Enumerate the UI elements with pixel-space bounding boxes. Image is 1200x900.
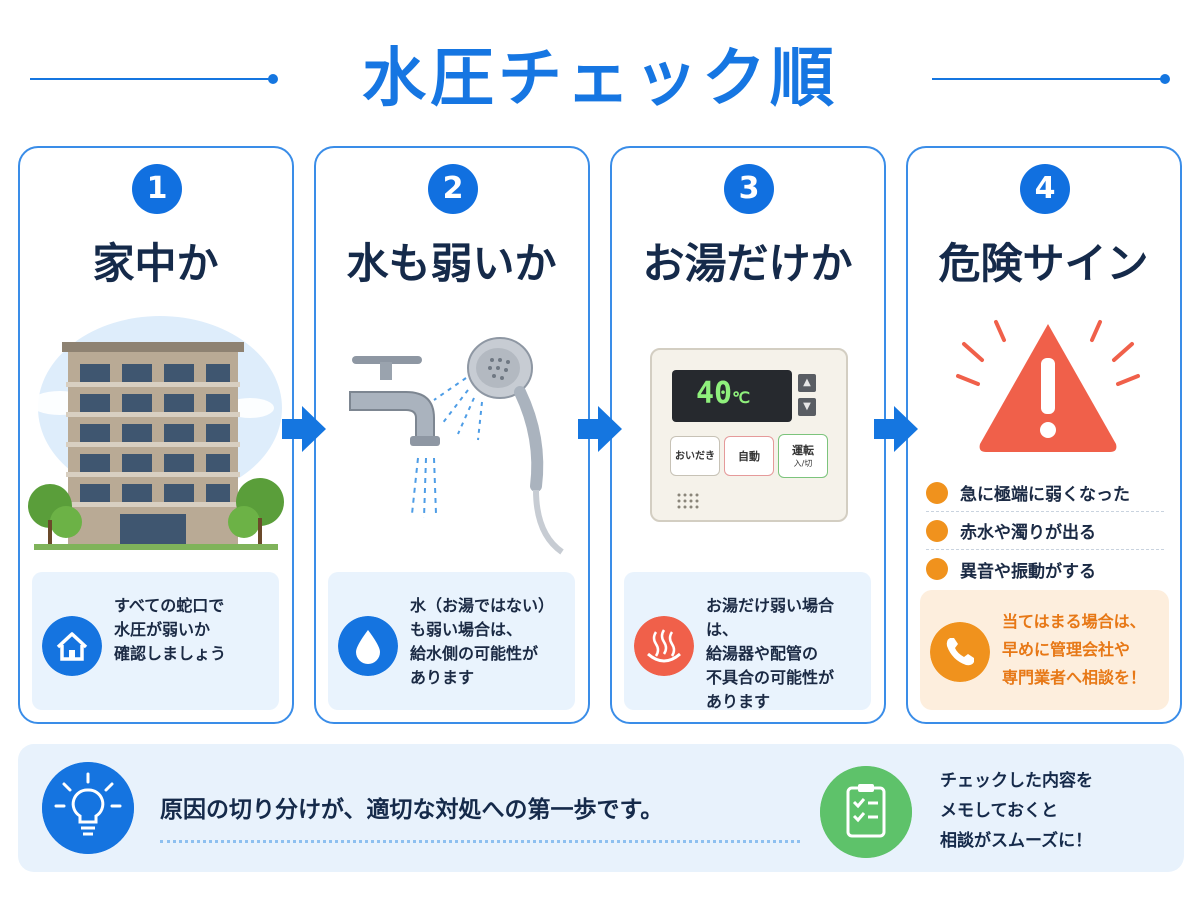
step-title: 危険サイン [938, 239, 1149, 288]
speaker-grille [677, 493, 699, 509]
temp-up-button[interactable]: ▲ [798, 374, 816, 392]
arrow-right-icon [874, 406, 918, 452]
title-divider-dot-left [268, 74, 278, 84]
header: 水圧チェック順 [0, 36, 1200, 122]
step-note: 水（お湯ではない） も弱い場合は、 給水側の可能性が あります [328, 572, 575, 710]
step-note-text: すべての蛇口で 水圧が弱いか 確認しましょう [114, 596, 227, 663]
lightbulb-icon [42, 762, 134, 854]
step-title: 水も弱いか [346, 239, 557, 288]
step-number-badge: 4 [1020, 164, 1070, 214]
advice-box: 当てはまる場合は、 早めに管理会社や 専門業者へ相談を！ [920, 590, 1169, 710]
dotted-divider [160, 840, 800, 843]
list-item: 異音や振動がする [926, 550, 1164, 588]
arrow-right-icon [282, 406, 326, 452]
footer-bar: 原因の切り分けが、適切な対処への第一歩です。 チェックした内容を メモしておくと… [18, 744, 1184, 872]
temperature-display [672, 370, 792, 422]
water-drop-icon [338, 616, 398, 676]
home-icon [42, 616, 102, 676]
step-card-4: 4 危険サイン 急に極端に弱くなった 赤水や濁りが出る 異音や振動がする 当ては… [906, 146, 1182, 724]
checkmark-icon [926, 481, 948, 504]
step-note: すべての蛇口で 水圧が弱いか 確認しましょう [32, 572, 279, 710]
apartment-building-illustration [28, 316, 284, 550]
danger-sign-text: 赤水や濁りが出る [960, 523, 1096, 543]
temperature-value: 40 [696, 376, 733, 411]
power-button-label: 運転 [792, 444, 814, 457]
water-heater-control-panel: 40℃ ▲ ▼ おいだき 自動 運転 入/切 [612, 308, 883, 558]
step-card-3: 3 お湯だけか 40℃ ▲ ▼ おいだき 自動 運転 入/切 お湯だけ弱い場合 [610, 146, 886, 724]
phone-icon [930, 622, 990, 682]
step-number-badge: 3 [724, 164, 774, 214]
danger-sign-list: 急に極端に弱くなった 赤水や濁りが出る 異音や振動がする [926, 474, 1164, 588]
step-card-1: 1 家中か すべての蛇口で 水圧が弱いか 確認しましょう [18, 146, 294, 724]
step-title: 家中か [92, 239, 219, 288]
step-note-text: お湯だけ弱い場合は、 給湯器や配管の 不具合の可能性が あります [706, 596, 835, 711]
temperature-unit: ℃ [732, 388, 751, 407]
list-item: 赤水や濁りが出る [926, 512, 1164, 550]
page-title: 水圧チェック順 [362, 42, 838, 116]
step-card-2: 2 水も弱いか 水（お湯ではない） も弱い場合は、 給水側の可能性が あります [314, 146, 590, 724]
warning-triangle-icon [956, 320, 1140, 452]
step-number-badge: 1 [132, 164, 182, 214]
hot-spring-icon [634, 616, 694, 676]
checkmark-icon [926, 519, 948, 542]
faucet-and-shower-illustration [349, 337, 564, 555]
list-item: 急に極端に弱くなった [926, 474, 1164, 512]
power-button-sub: 入/切 [793, 459, 813, 468]
footer-main-text: 原因の切り分けが、適切な対処への第一歩です。 [160, 797, 664, 823]
reheat-button[interactable]: おいだき [670, 436, 720, 476]
step-number-badge: 2 [428, 164, 478, 214]
step-note-text: 水（お湯ではない） も弱い場合は、 給水側の可能性が あります [410, 596, 555, 687]
auto-button[interactable]: 自動 [724, 436, 774, 476]
title-divider-right [932, 78, 1166, 80]
clipboard-check-icon [820, 766, 912, 858]
power-button[interactable]: 運転 入/切 [778, 434, 828, 478]
checkmark-icon [926, 558, 948, 580]
advice-text: 当てはまる場合は、 早めに管理会社や 専門業者へ相談を！ [1002, 612, 1147, 687]
title-divider-left [30, 78, 274, 80]
arrow-right-icon [578, 406, 622, 452]
danger-sign-text: 異音や振動がする [960, 561, 1096, 582]
step-title: お湯だけか [642, 239, 853, 288]
temperature-readout: 40℃ [696, 376, 750, 411]
danger-sign-text: 急に極端に弱くなった [960, 485, 1130, 505]
title-divider-dot-right [1160, 74, 1170, 84]
footer-side-text: チェックした内容を メモしておくと 相談がスムーズに！ [940, 771, 1093, 851]
step-note: お湯だけ弱い場合は、 給湯器や配管の 不具合の可能性が あります [624, 572, 871, 711]
temp-down-button[interactable]: ▼ [798, 398, 816, 416]
